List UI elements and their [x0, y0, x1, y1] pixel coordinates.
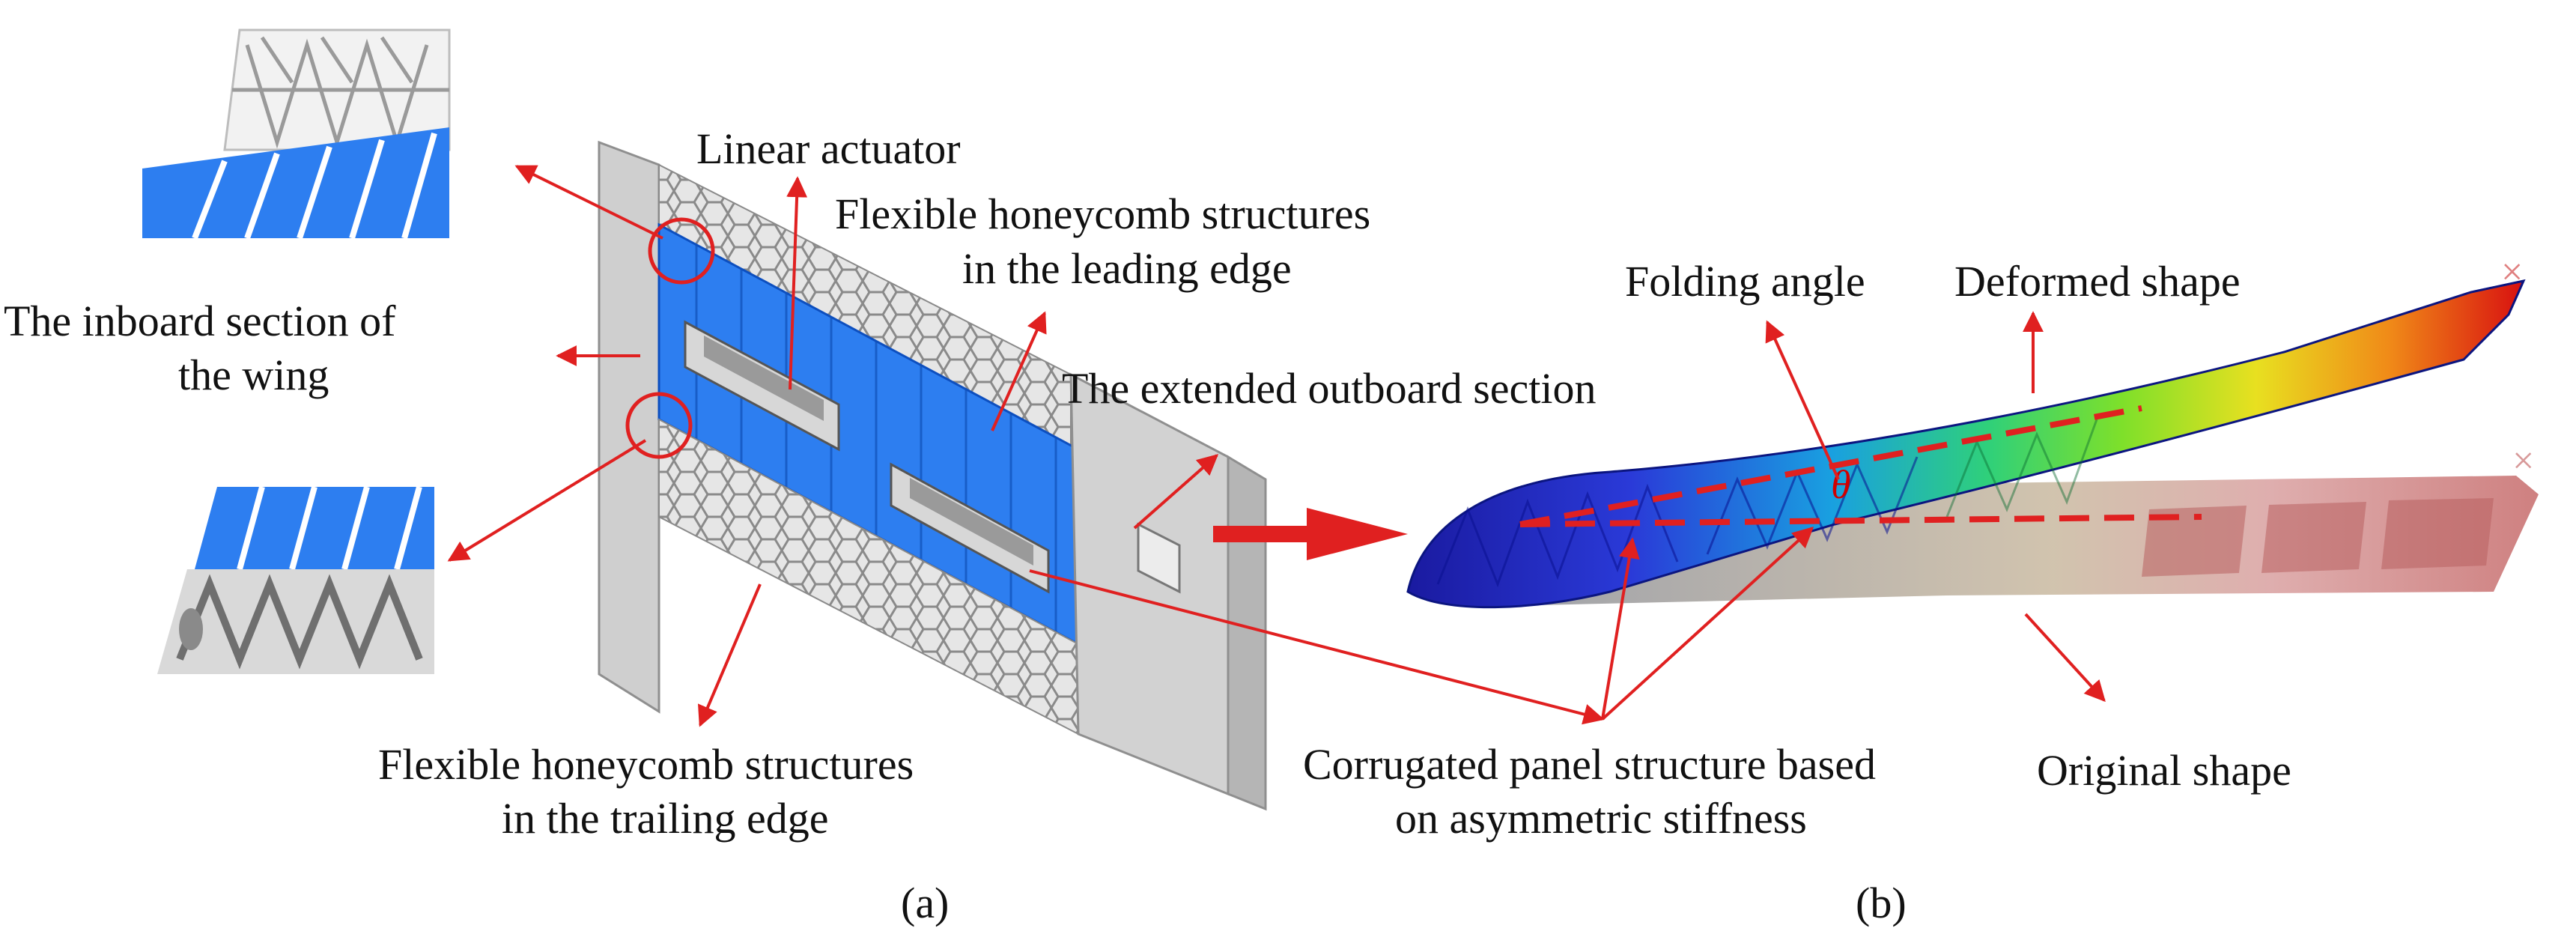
panel-b-illustration: × × θ	[1406, 251, 2539, 609]
label-inboard-1: The inboard section of	[4, 297, 396, 345]
arrow-corrugated-a	[1029, 569, 1605, 725]
label-corrugated-2: on asymmetric stiffness	[1395, 794, 1807, 843]
label-flex-leading-2: in the leading edge	[962, 244, 1292, 293]
arrow-corrugated-b1	[1601, 537, 1640, 720]
arrow-actuator	[786, 176, 808, 390]
label-flex-trailing-1: Flexible honeycomb structures	[378, 740, 914, 789]
panel-a-annotations	[447, 165, 1605, 727]
svg-text:×: ×	[2501, 251, 2523, 294]
arrow-leading-edge	[991, 311, 1047, 431]
label-flex-trailing-2: in the trailing edge	[502, 794, 828, 843]
panel-transition-arrow	[1213, 508, 1408, 560]
arrow-trailing-edge	[697, 583, 762, 727]
panel-b-annotations	[1601, 311, 2106, 721]
label-flex-leading-1: Flexible honeycomb structures	[835, 190, 1370, 238]
wing-model-a	[598, 140, 1267, 811]
arrow-inset-bottom	[447, 439, 647, 562]
labels: Linear actuator Flexible honeycomb struc…	[4, 124, 2291, 927]
inset-top-detail	[133, 15, 451, 240]
panel-label-b: (b)	[1856, 879, 1907, 927]
label-original-shape: Original shape	[2037, 746, 2291, 795]
label-deformed-shape: Deformed shape	[1954, 257, 2241, 306]
label-folding-angle: Folding angle	[1625, 257, 1865, 306]
arrow-original-shape	[2024, 613, 2106, 703]
panel-a-illustration	[133, 15, 1267, 811]
arrow-folding-angle	[1765, 320, 1840, 480]
label-extended-outboard: The extended outboard section	[1062, 364, 1596, 413]
label-linear-actuator: Linear actuator	[696, 124, 961, 173]
arrow-outboard	[1133, 454, 1219, 530]
label-corrugated-1: Corrugated panel structure based	[1303, 740, 1876, 789]
label-inboard-2: the wing	[178, 351, 329, 399]
inset-bottom-detail	[133, 479, 440, 682]
arrow-corrugated-b2	[1601, 527, 1814, 721]
panel-label-a: (a)	[901, 879, 949, 927]
svg-text:×: ×	[2512, 440, 2534, 482]
arrow-inset-top	[514, 165, 663, 240]
